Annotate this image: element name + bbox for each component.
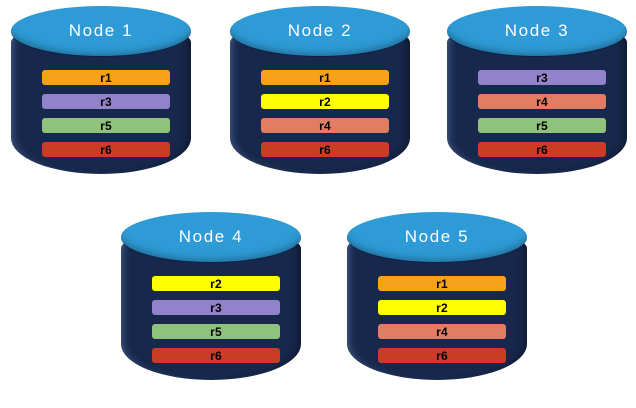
replica-stack: r1 r2 r4 r6 [378,276,506,363]
replica-bar[interactable]: r5 [42,118,170,133]
replica-bar[interactable]: r3 [478,70,606,85]
replica-bar[interactable]: r1 [42,70,170,85]
replica-stack: r3 r4 r5 r6 [478,70,606,157]
database-node[interactable]: Node 3 r3 r4 r5 r6 [447,6,627,192]
replica-label: r6 [210,348,222,363]
replica-label: r4 [436,324,448,339]
replica-stack: r1 r2 r4 r6 [261,70,389,157]
replica-bar[interactable]: r6 [378,348,506,363]
replica-label: r2 [436,300,448,315]
replica-label: r1 [436,276,448,291]
cylinder-top-ellipse [447,6,627,56]
node-label: Node 2 [287,21,353,40]
database-node[interactable]: Node 2 r1 r2 r4 r6 [230,6,410,192]
node-label: Node 3 [504,21,570,40]
replica-bar[interactable]: r2 [378,300,506,315]
node-label: Node 4 [178,227,244,246]
replica-bar[interactable]: r2 [261,94,389,109]
replica-bar[interactable]: r4 [261,118,389,133]
replica-bar[interactable]: r4 [378,324,506,339]
replica-label: r2 [319,94,331,109]
database-node[interactable]: Node 1 r1 r3 r5 r6 [11,6,191,192]
replica-bar[interactable]: r5 [152,324,280,339]
cylinder-top-ellipse [11,6,191,56]
node-label: Node 1 [68,21,134,40]
replica-bar[interactable]: r6 [478,142,606,157]
replica-label: r4 [536,94,548,109]
replica-bar[interactable]: r2 [152,276,280,291]
replica-label: r1 [319,70,331,85]
replica-label: r5 [536,118,548,133]
node-label: Node 5 [404,227,470,246]
replica-stack: r2 r3 r5 r6 [152,276,280,363]
replica-bar[interactable]: r6 [152,348,280,363]
replica-label: r5 [210,324,222,339]
replica-bar[interactable]: r5 [478,118,606,133]
replica-bar[interactable]: r1 [378,276,506,291]
replica-label: r6 [436,348,448,363]
replica-bar[interactable]: r1 [261,70,389,85]
replica-label: r6 [536,142,548,157]
replica-label: r3 [100,94,112,109]
replica-label: r6 [319,142,331,157]
cylinder-top-ellipse [347,212,527,262]
database-node[interactable]: Node 5 r1 r2 r4 r6 [347,212,527,398]
database-node[interactable]: Node 4 r2 r3 r5 r6 [121,212,301,398]
replica-stack: r1 r3 r5 r6 [42,70,170,157]
cylinder-top-ellipse [230,6,410,56]
replica-label: r4 [319,118,331,133]
replica-bar[interactable]: r4 [478,94,606,109]
replica-bar[interactable]: r6 [261,142,389,157]
replica-label: r2 [210,276,222,291]
cylinder-top-ellipse [121,212,301,262]
replica-label: r1 [100,70,112,85]
replica-bar[interactable]: r6 [42,142,170,157]
replica-label: r3 [536,70,548,85]
replica-label: r5 [100,118,112,133]
replica-label: r6 [100,142,112,157]
replica-label: r3 [210,300,222,315]
replica-bar[interactable]: r3 [152,300,280,315]
replica-bar[interactable]: r3 [42,94,170,109]
